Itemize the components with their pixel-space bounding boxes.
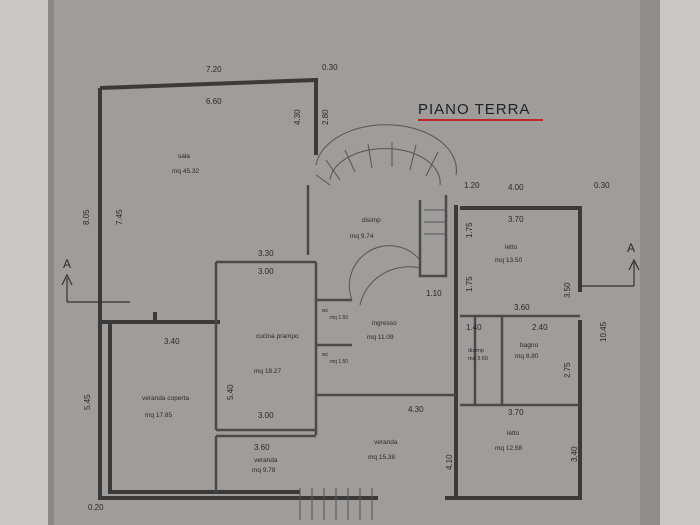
room-name-veranda-coperta: veranda coperta	[142, 395, 189, 402]
section-label-right: A	[627, 241, 635, 255]
dimension-label: 3.40	[164, 337, 180, 346]
dimension-label: 3.60	[514, 303, 530, 312]
room-labels: sala mq 45.32 disimp mq 9.74 letto mq 13…	[142, 153, 539, 474]
dimension-label: 1.10	[426, 289, 442, 298]
room-name-wc-1: wc	[322, 308, 329, 314]
room-name-ingresso: ingresso	[372, 320, 397, 327]
dimension-label: 3.70	[508, 408, 524, 417]
dimension-label: 2.80	[321, 109, 330, 125]
room-area-wc-1: mq 1.50	[330, 315, 348, 321]
dimension-label: 1.75	[465, 276, 474, 292]
dimension-label: 0.20	[88, 503, 104, 512]
section-marker-right	[580, 258, 640, 287]
section-marker-left	[61, 273, 130, 303]
room-area-disimp: mq 9.74	[350, 233, 374, 240]
room-area-sala: mq 45.32	[172, 168, 199, 175]
room-name-wc-2: wc	[322, 352, 329, 358]
dimension-label: 1.75	[465, 222, 474, 238]
room-area-letto-1: mq 13.50	[495, 257, 522, 264]
room-area-veranda-1: mq 15.38	[368, 454, 395, 461]
dimension-label: 3.30	[258, 249, 274, 258]
dimension-label: 5.40	[226, 384, 235, 400]
dimension-labels: 7.20 6.60 0.30 4.30 2.80 1.20 4.00 0.30 …	[82, 63, 610, 512]
dimension-label: 1.20	[464, 181, 480, 190]
dimension-label: 1.40	[466, 323, 482, 332]
walls	[98, 77, 582, 500]
dimension-label: 5.45	[83, 394, 92, 410]
dimension-label: 8.05	[82, 209, 91, 225]
dimension-label: 2.75	[563, 362, 572, 378]
room-area-wc-2: mq 1.50	[330, 359, 348, 365]
staircase	[299, 124, 457, 520]
room-name-disimp-2: disimp	[468, 348, 484, 354]
room-area-veranda-coperta: mq 17.85	[145, 412, 172, 419]
room-area-veranda-2: mq 9.78	[252, 467, 276, 474]
dimension-label: 6.60	[206, 97, 222, 106]
paper-fold-shadow	[48, 0, 54, 525]
dimension-label: 4.00	[508, 183, 524, 192]
dimension-label: 4.30	[408, 405, 424, 414]
room-area-letto-2: mq 12.58	[495, 445, 522, 452]
dimension-label: 3.00	[258, 267, 274, 276]
room-name-letto-1: letto	[505, 244, 518, 251]
room-area-ingresso: mq 11.09	[367, 334, 394, 341]
dimension-label: 2.40	[532, 323, 548, 332]
room-name-cucina: cucina prampo	[256, 333, 299, 340]
room-area-disimp-2: mq 3.60	[468, 356, 488, 362]
dimension-label: 0.30	[594, 181, 610, 190]
inner-walls	[214, 185, 580, 492]
dimension-label: 7.20	[206, 65, 222, 74]
dimension-label: 3.60	[254, 443, 270, 452]
room-name-sala: sala	[178, 153, 190, 160]
dimension-label: 0.30	[322, 63, 338, 72]
dimension-label: 4.10	[445, 454, 454, 470]
dimension-label: 4.30	[293, 109, 302, 125]
room-name-veranda-1: veranda	[374, 439, 398, 446]
room-name-disimp: disimp	[362, 217, 381, 224]
dimension-label: 3.40	[570, 446, 579, 462]
dimension-label: 3.00	[258, 411, 274, 420]
room-name-letto-2: letto	[507, 430, 520, 437]
plan-title: PIANO TERRA	[418, 101, 530, 118]
room-name-veranda-2: veranda	[254, 457, 278, 464]
room-name-bagno: bagno	[520, 342, 538, 349]
section-label-left: A	[63, 257, 71, 271]
dimension-label: 3.70	[508, 215, 524, 224]
dimension-label: 10.45	[599, 321, 608, 342]
paper-sheet	[48, 0, 660, 525]
dimension-label: 3.50	[563, 282, 572, 298]
room-area-bagno: mq 8.80	[515, 353, 539, 360]
dimension-label: 7.45	[115, 209, 124, 225]
paper-edge	[640, 0, 660, 525]
room-area-cucina: mq 18.27	[254, 368, 281, 375]
